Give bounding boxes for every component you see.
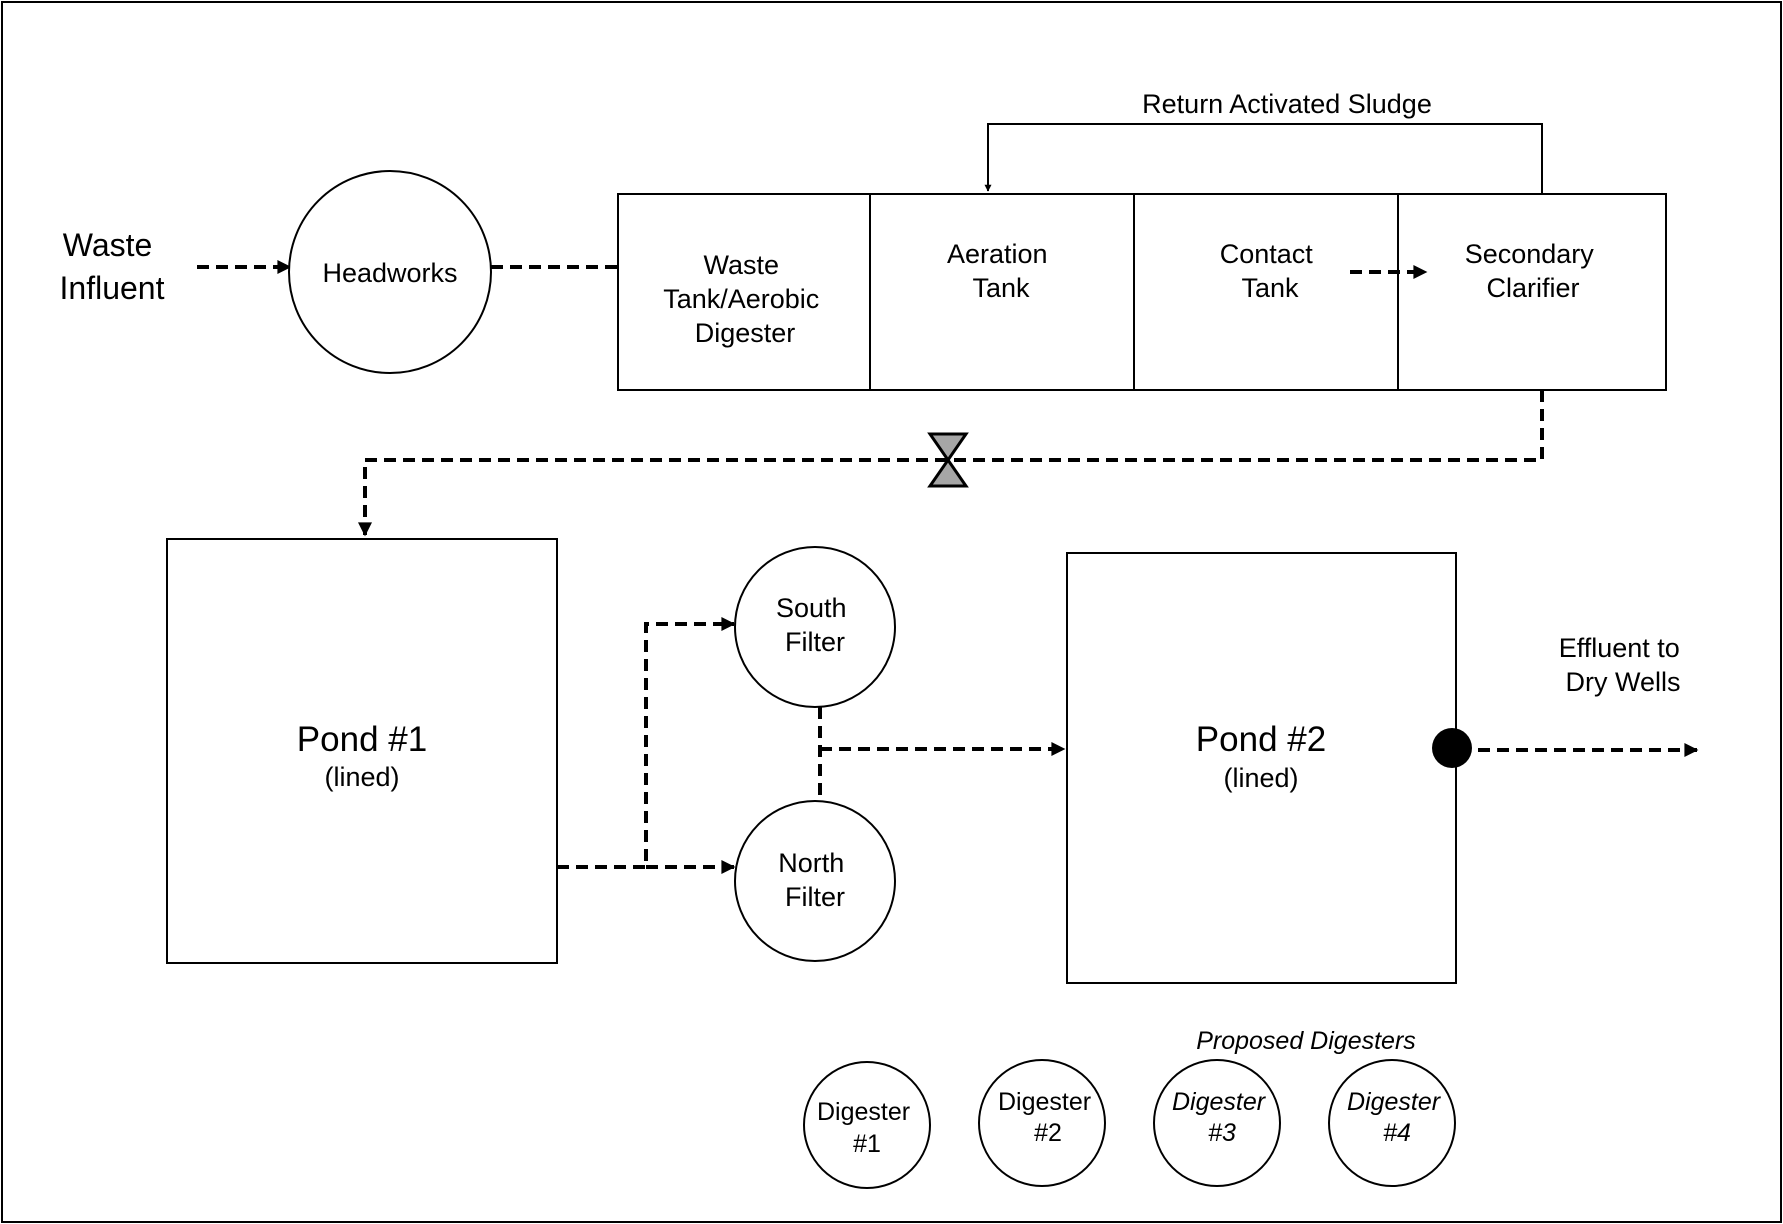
digester-2-label: Digester #2 [998,1088,1098,1147]
pond1-to-south-filter-flow [557,617,736,869]
pond-1 [166,538,558,964]
effluent-label: Effluent to Dry Wells [1559,633,1688,697]
pond-2 [1066,552,1457,984]
contact-tank-label: Contact Tank [1220,239,1321,303]
digester-4-label: Digester #4 [1347,1088,1447,1147]
aeration-tank-label: Aeration Tank [947,239,1055,303]
secondary-clarifier-label: Secondary Clarifier [1465,239,1602,303]
north-filter [734,800,896,962]
digester-1-label: Digester #1 [817,1098,917,1158]
secondary-clarifier [1397,193,1667,391]
pond-1-name: Pond #1 [297,720,427,759]
south-filter [734,546,896,708]
waste-tank-aerobic-digester [617,193,871,391]
pond-2-name: Pond #2 [1196,720,1326,759]
north-filter-label: North Filter [778,848,852,912]
digester-3-label: Digester #3 [1172,1088,1272,1147]
pond-2-note: (lined) [1223,763,1298,793]
gate-valve-icon [927,432,969,488]
headworks-label: Headworks [322,258,457,288]
aeration-tank [869,193,1135,391]
return-activated-sludge-label: Return Activated Sludge [1142,89,1432,119]
headworks-node [288,170,492,374]
pond-1-note: (lined) [324,762,399,792]
digester-3 [1153,1059,1281,1187]
waste-influent-label: Waste Influent [60,227,165,306]
clarifier-to-pond1-flow [358,390,1544,537]
return-activated-sludge-line [984,123,1543,194]
digester-2 [978,1059,1106,1187]
digester-1 [803,1061,931,1189]
waste-tank-label: Waste Tank/Aerobic Digester [663,250,827,348]
south-filter-label: South Filter [776,593,854,657]
outlet-point-icon [1432,728,1472,768]
proposed-digesters-label: Proposed Digesters [1196,1027,1416,1055]
headworks-to-contact-tank-flow [491,201,1188,269]
treatment-train [617,193,1667,391]
digester-4 [1328,1059,1456,1187]
